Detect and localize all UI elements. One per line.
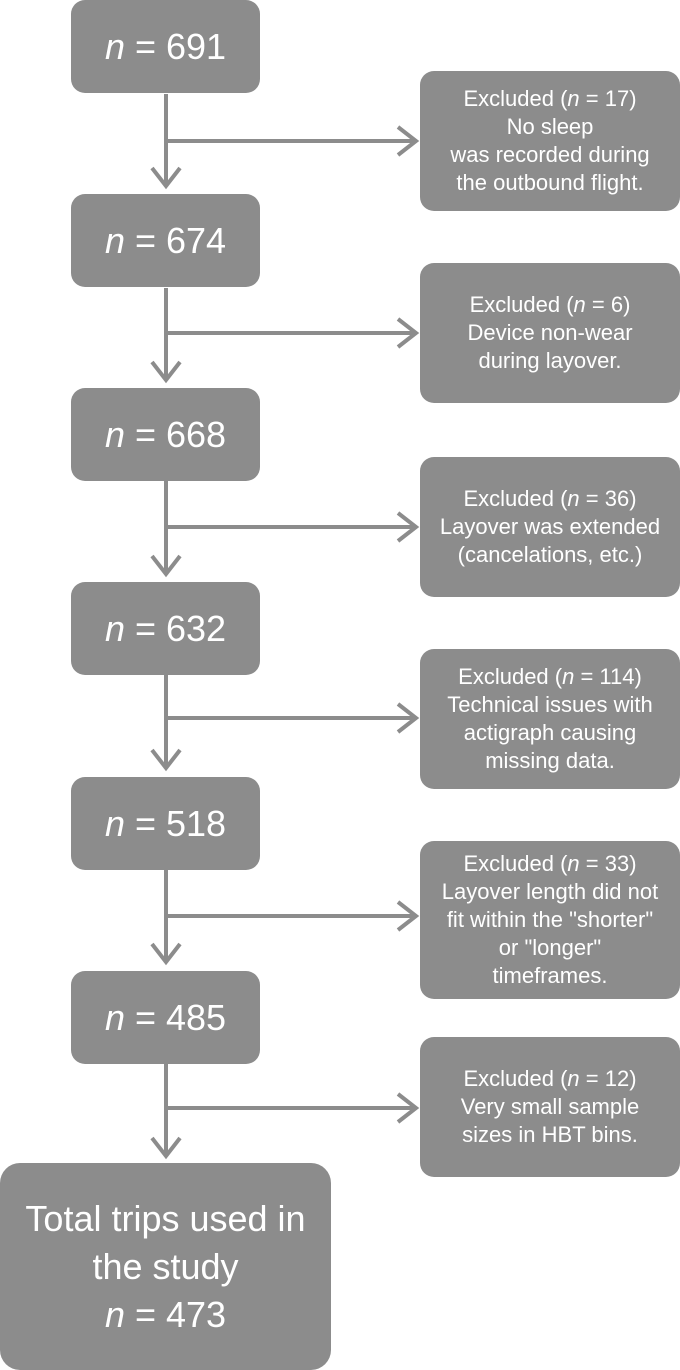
n-symbol: n <box>104 413 125 455</box>
exclusion-count: = 6) <box>585 292 631 317</box>
exclusion-count: = 33) <box>579 851 637 876</box>
arrowhead-down-2 <box>150 360 182 384</box>
exclusion-box-4: Excluded (n = 114) Technical issues with… <box>420 649 680 789</box>
arrowhead-right-4 <box>396 702 420 734</box>
exclusion-reason-line: sizes in HBT bins. <box>462 1122 638 1147</box>
count-box-691: n = 691 <box>71 0 260 93</box>
arrowhead-down-4 <box>150 748 182 772</box>
exclusion-reason-line: the outbound flight. <box>456 170 644 195</box>
n-symbol: n <box>104 802 125 844</box>
exclusion-reason-line: Layover was extended <box>439 514 661 539</box>
count-value: = 674 <box>124 219 227 261</box>
n-symbol: n <box>104 1293 125 1335</box>
count-box-668: n = 668 <box>71 388 260 481</box>
exclusion-reason-line: Very small sample <box>460 1094 640 1119</box>
exclusion-prefix: Excluded ( <box>458 664 563 689</box>
n-symbol: n <box>567 1066 580 1091</box>
arrowhead-right-2 <box>396 317 420 349</box>
n-symbol: n <box>104 996 125 1038</box>
count-box-518: n = 518 <box>71 777 260 870</box>
arrowhead-right-5 <box>396 900 420 932</box>
arrowhead-down-5 <box>150 942 182 966</box>
final-count-value: = 473 <box>124 1293 227 1335</box>
arrowhead-down-6 <box>150 1136 182 1160</box>
exclusion-box-3: Excluded (n = 36) Layover was extended (… <box>420 457 680 597</box>
n-symbol: n <box>567 86 580 111</box>
exclusion-reason-line: (cancelations, etc.) <box>457 542 643 567</box>
final-title-line: the study <box>92 1245 239 1287</box>
final-count: n = 473 <box>105 1291 226 1339</box>
exclusion-heading: Excluded (n = 6) <box>470 291 631 319</box>
exclusion-count: = 36) <box>579 486 637 511</box>
exclusion-reason-line: Technical issues with <box>447 692 653 717</box>
exclusion-box-6: Excluded (n = 12) Very small sample size… <box>420 1037 680 1177</box>
n-symbol: n <box>562 664 575 689</box>
exclusion-reason-line: Layover length did not <box>441 879 659 904</box>
exclusion-reason-line: timeframes. <box>492 963 608 988</box>
exclusion-heading: Excluded (n = 17) <box>463 85 636 113</box>
exclusion-count: = 114) <box>574 664 642 689</box>
arrowhead-down-1 <box>150 166 182 190</box>
exclusion-heading: Excluded (n = 12) <box>463 1065 636 1093</box>
arrowhead-right-3 <box>396 511 420 543</box>
count-value: = 668 <box>124 413 227 455</box>
arrowhead-right-6 <box>396 1092 420 1124</box>
arrowhead-right-1 <box>396 125 420 157</box>
exclusion-prefix: Excluded ( <box>463 486 568 511</box>
exclusion-reason-line: during layover. <box>478 348 622 373</box>
n-symbol: n <box>567 486 580 511</box>
exclusion-box-1: Excluded (n = 17) No sleep was recorded … <box>420 71 680 211</box>
count-box-485: n = 485 <box>71 971 260 1064</box>
exclusion-prefix: Excluded ( <box>463 1066 568 1091</box>
exclusion-reason-line: No sleep <box>506 114 594 139</box>
exclusion-prefix: Excluded ( <box>463 851 568 876</box>
exclusion-reason-line: or "longer" <box>498 935 602 960</box>
exclusion-prefix: Excluded ( <box>463 86 568 111</box>
final-total-box: Total trips used in the study n = 473 <box>0 1163 331 1370</box>
exclusion-heading: Excluded (n = 114) <box>458 663 642 691</box>
exclusion-count: = 12) <box>579 1066 637 1091</box>
final-title-line: Total trips used in <box>25 1197 306 1239</box>
exclusion-heading: Excluded (n = 33) <box>463 850 636 878</box>
count-value: = 632 <box>124 607 227 649</box>
count-value: = 518 <box>124 802 227 844</box>
n-symbol: n <box>104 219 125 261</box>
count-value: = 485 <box>124 996 227 1038</box>
exclusion-reason-line: fit within the "shorter" <box>446 907 654 932</box>
n-symbol: n <box>567 851 580 876</box>
count-box-632: n = 632 <box>71 582 260 675</box>
n-symbol: n <box>104 607 125 649</box>
count-value: = 691 <box>124 25 227 67</box>
n-symbol: n <box>104 25 125 67</box>
count-box-674: n = 674 <box>71 194 260 287</box>
exclusion-reason-line: actigraph causing <box>463 720 637 745</box>
exclusion-box-2: Excluded (n = 6) Device non-wear during … <box>420 263 680 403</box>
exclusion-reason-line: was recorded during <box>450 142 650 167</box>
exclusion-heading: Excluded (n = 36) <box>463 485 636 513</box>
arrowhead-down-3 <box>150 554 182 578</box>
exclusion-count: = 17) <box>579 86 637 111</box>
exclusion-box-5: Excluded (n = 33) Layover length did not… <box>420 841 680 999</box>
exclusion-prefix: Excluded ( <box>469 292 574 317</box>
n-symbol: n <box>573 292 586 317</box>
exclusion-reason-line: Device non-wear <box>467 320 633 345</box>
exclusion-reason-line: missing data. <box>485 748 615 773</box>
